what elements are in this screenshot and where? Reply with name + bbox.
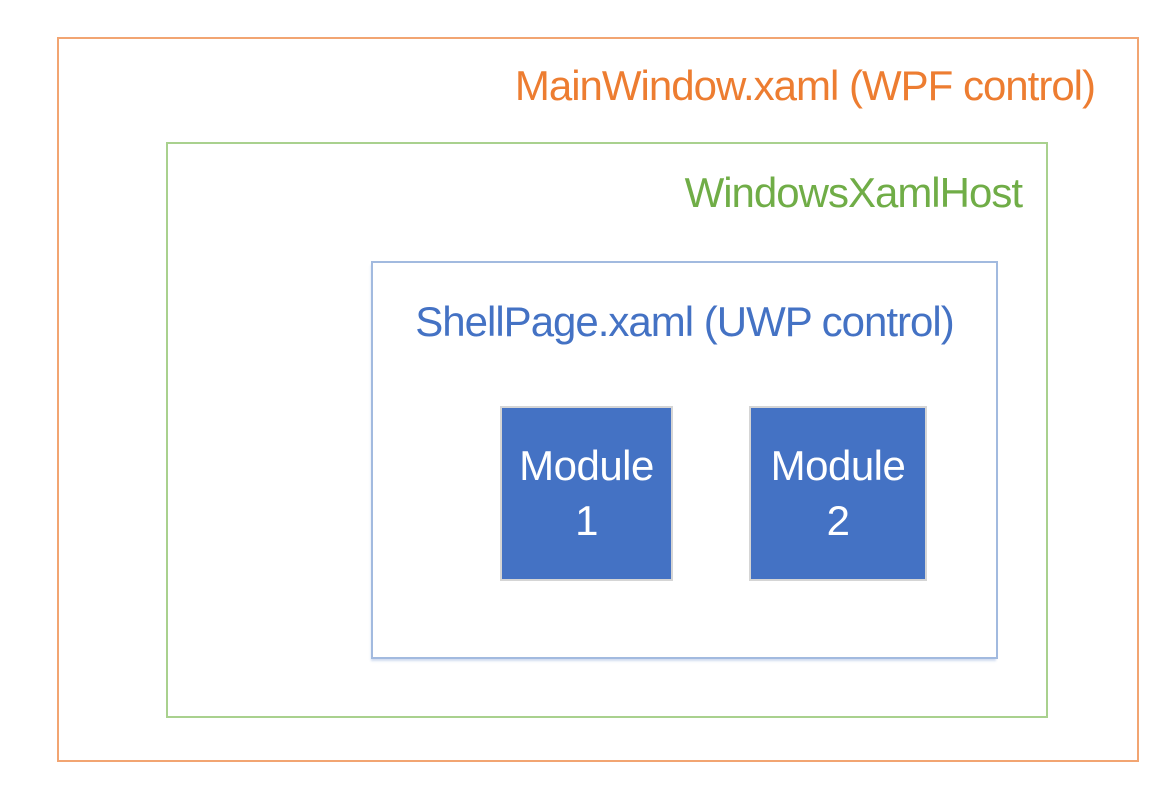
windowsxamlhost-label: WindowsXamlHost <box>684 169 1023 216</box>
module-2-box: Module 2 <box>749 406 927 581</box>
mainwindow-wpf-box: MainWindow.xaml (WPF control) WindowsXam… <box>57 37 1139 762</box>
module-1-box: Module 1 <box>500 406 673 581</box>
windowsxamlhost-box: WindowsXamlHost ShellPage.xaml (UWP cont… <box>166 142 1048 718</box>
module-1-number: 1 <box>575 496 598 544</box>
module-2-name: Module <box>770 441 906 489</box>
module-1-name: Module <box>519 441 654 489</box>
shellpage-uwp-box: ShellPage.xaml (UWP control) Module 1 Mo… <box>371 261 998 659</box>
mainwindow-wpf-label: MainWindow.xaml (WPF control) <box>514 62 1096 109</box>
module-2-number: 2 <box>826 496 850 544</box>
shellpage-uwp-label: ShellPage.xaml (UWP control) <box>415 298 954 345</box>
